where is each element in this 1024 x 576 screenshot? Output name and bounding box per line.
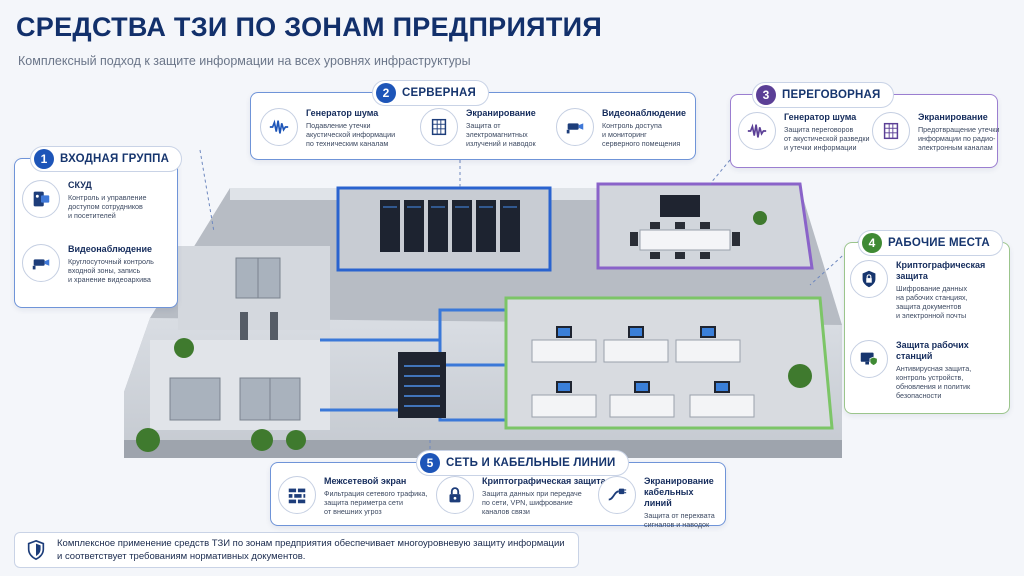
padlock-icon xyxy=(436,476,474,514)
noise-wave-icon xyxy=(260,108,298,146)
noise-wave-icon xyxy=(738,112,776,150)
shield-icon xyxy=(25,538,47,562)
zone-2-item-2-desc-3: излучений и наводок xyxy=(466,139,536,148)
zone-4-item-2-desc-3: обновления и политик xyxy=(896,382,971,391)
zone-5-item-1-desc-1: Фильтрация сетевого трафика, xyxy=(324,489,428,498)
zone-1-item-2: Видеонаблюдение Круглосуточный контроль … xyxy=(22,244,154,284)
zone-5-item-1-desc-2: защита периметра сети xyxy=(324,498,403,507)
zone-3-item-1-desc-1: Защита переговоров xyxy=(784,125,854,134)
zone-5-item-2-desc-2: по сети, VPN, шифрование xyxy=(482,498,573,507)
zone-2-item-2-desc-2: электромагнитных xyxy=(466,130,528,139)
server-room-floor xyxy=(338,188,550,270)
zone-1-item-1: СКУД Контроль и управление доступом сотр… xyxy=(22,180,147,220)
footer-line-1: Комплексное применение средств ТЗИ по зо… xyxy=(57,538,565,549)
zone-5-item-3-desc-1: Защита от перехвата xyxy=(644,511,715,520)
zone-2-item-1-desc-3: по техническим каналам xyxy=(306,139,389,148)
footer-line-2: и соответствует требованиям нормативных … xyxy=(57,551,306,562)
zone-4-item-2: Защита рабочих станций Антивирусная защи… xyxy=(850,340,1004,400)
zone-5-item-3-desc-2: сигналов и наводок xyxy=(644,520,710,529)
zone-5-item-3-title: Экранирование кабельных линий xyxy=(644,476,714,508)
camera-icon xyxy=(22,244,60,282)
shield-grid-icon xyxy=(420,108,458,146)
zone-4-item-1-title: Криптографическая защита xyxy=(896,260,986,281)
zone-2-item-3-desc-2: и мониторинг xyxy=(602,130,647,139)
zone-5-item-3: Экранирование кабельных линий Защита от … xyxy=(598,476,722,529)
zone-3-number: 3 xyxy=(756,85,776,105)
zone-5-item-2-title: Криптографическая защита xyxy=(482,476,606,486)
zone-4-item-1-desc-2: на рабочих станциях, xyxy=(896,293,968,302)
zone-2-title: СЕРВЕРНАЯ xyxy=(402,87,476,99)
zone-5-title: СЕТЬ И КАБЕЛЬНЫЕ ЛИНИИ xyxy=(446,457,616,469)
zone-2-item-2: Экранирование Защита от электромагнитных… xyxy=(420,108,536,148)
zone-1-item-2-desc-3: и хранение видеоархива xyxy=(68,275,151,284)
zone-4-item-1-desc-4: и электронной почты xyxy=(896,311,967,320)
zone-5-item-2-desc-3: каналов связи xyxy=(482,507,530,516)
zone-1-title: ВХОДНАЯ ГРУППА xyxy=(60,153,170,165)
zone-1-number: 1 xyxy=(34,149,54,169)
zone-2-item-3-desc-3: серверного помещения xyxy=(602,139,681,148)
zone-1-item-1-title: СКУД xyxy=(68,180,92,190)
zone-4-item-1-desc-1: Шифрование данных xyxy=(896,284,968,293)
zone-4-item-2-title: Защита рабочих станций xyxy=(896,340,969,361)
zone-3-item-1-desc-3: и утечки информации xyxy=(784,143,857,152)
zone-3-item-2: Экранирование Предотвращение утечки инфо… xyxy=(872,112,999,152)
zone-2-item-3: Видеонаблюдение Контроль доступа и монит… xyxy=(556,108,686,148)
zone-5-item-2-desc-1: Защита данных при передаче xyxy=(482,489,582,498)
zone-1-header: 1 ВХОДНАЯ ГРУППА xyxy=(30,146,183,172)
zone-4-item-2-desc-1: Антивирусная защита, xyxy=(896,364,972,373)
zone-5-header: 5 СЕТЬ И КАБЕЛЬНЫЕ ЛИНИИ xyxy=(416,450,629,476)
zone-2-item-1: Генератор шума Подавление утечки акустич… xyxy=(260,108,395,148)
workstation-shield-icon xyxy=(850,340,888,378)
zone-3-item-2-desc-3: электронным каналам xyxy=(918,143,993,152)
zone-2-header: 2 СЕРВЕРНАЯ xyxy=(372,80,489,106)
zone-2-item-1-title: Генератор шума xyxy=(306,108,379,118)
firewall-icon xyxy=(278,476,316,514)
page-subtitle: Комплексный подход к защите информации н… xyxy=(18,54,471,68)
padlock-shield-icon xyxy=(850,260,888,298)
zone-2-item-2-title: Экранирование xyxy=(466,108,536,118)
zone-3-title: ПЕРЕГОВОРНАЯ xyxy=(782,89,881,101)
zone-1-item-1-desc-3: и посетителей xyxy=(68,211,116,220)
zone-4-item-2-desc-4: безопасности xyxy=(896,391,942,400)
zone-3-item-2-title: Экранирование xyxy=(918,112,988,122)
zone-3-item-1: Генератор шума Защита переговоров от аку… xyxy=(738,112,869,152)
zone-2-number: 2 xyxy=(376,83,396,103)
zone-3-item-1-title: Генератор шума xyxy=(784,112,857,122)
zone-4-title: РАБОЧИЕ МЕСТА xyxy=(888,237,990,249)
zone-3-item-2-desc-1: Предотвращение утечки xyxy=(918,125,1000,134)
shield-grid-icon xyxy=(872,112,910,150)
zone-2-item-3-desc-1: Контроль доступа xyxy=(602,121,662,130)
zone-5-item-1-desc-3: от внешних угроз xyxy=(324,507,382,516)
zone-3-item-1-desc-2: от акустической разведки xyxy=(784,134,870,143)
zone-4-header: 4 РАБОЧИЕ МЕСТА xyxy=(858,230,1003,256)
zone-2-item-1-desc-1: Подавление утечки xyxy=(306,121,371,130)
zone-1-item-1-desc-2: доступом сотрудников xyxy=(68,202,143,211)
zone-5-item-1: Межсетевой экран Фильтрация сетевого тра… xyxy=(278,476,427,516)
zone-5-item-1-title: Межсетевой экран xyxy=(324,476,407,486)
zone-2-item-1-desc-2: акустической информации xyxy=(306,130,396,139)
footer-note: Комплексное применение средств ТЗИ по зо… xyxy=(14,532,579,568)
zone-1-item-1-desc-1: Контроль и управление xyxy=(68,193,147,202)
zone-1-item-2-desc-1: Круглосуточный контроль xyxy=(68,257,154,266)
zone-5-item-2: Криптографическая защита Защита данных п… xyxy=(436,476,606,516)
zone-1-item-2-desc-2: входной зоны, запись xyxy=(68,266,141,275)
zone-4-number: 4 xyxy=(862,233,882,253)
zone-2-item-3-title: Видеонаблюдение xyxy=(602,108,687,118)
zone-4-item-1: Криптографическая защита Шифрование данн… xyxy=(850,260,1004,320)
zone-3-item-2-desc-2: информации по радио- xyxy=(918,134,996,143)
zone-2-item-2-desc-1: Защита от xyxy=(466,121,501,130)
zone-1-item-2-title: Видеонаблюдение xyxy=(68,244,153,254)
zone-4-item-2-desc-2: контроль устройств, xyxy=(896,373,964,382)
cable-shield-icon xyxy=(598,476,636,514)
camera-icon xyxy=(556,108,594,146)
zone-5-number: 5 xyxy=(420,453,440,473)
page-title: СРЕДСТВА ТЗИ ПО ЗОНАМ ПРЕДПРИЯТИЯ xyxy=(16,12,603,42)
access-card-icon xyxy=(22,180,60,218)
zone-4-item-1-desc-3: защита документов xyxy=(896,302,962,311)
zone-3-header: 3 ПЕРЕГОВОРНАЯ xyxy=(752,82,894,108)
